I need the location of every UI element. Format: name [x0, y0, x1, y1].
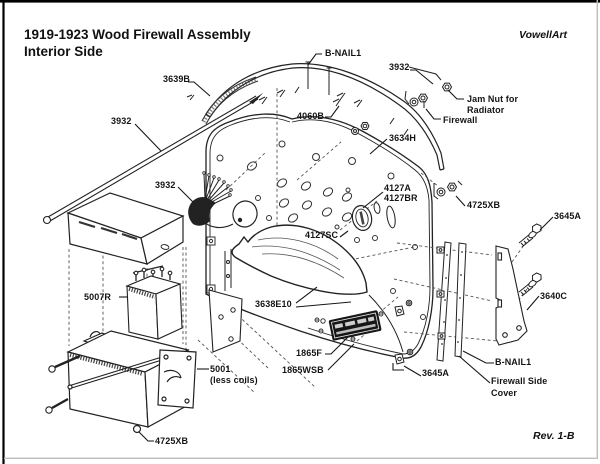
- part-label-4060b: 4060B: [297, 111, 325, 121]
- part-label-side-cover-line2: Cover: [491, 388, 518, 398]
- part-label-3932-top-right: 3932: [389, 62, 410, 72]
- part-label-5001-note: (less coils): [210, 375, 258, 385]
- choke-rod-3932: [42, 93, 263, 225]
- coil-box-lid: [66, 192, 185, 265]
- part-label-4725xb-bottom: 4725XB: [155, 436, 189, 446]
- plate-screws-1865wsb: [314, 311, 384, 342]
- leader-lines: [119, 53, 554, 442]
- part-label-3634h: 3634H: [389, 133, 417, 143]
- part-label-3639b: 3639B: [163, 74, 191, 84]
- page-title-line1: 1919-1923 Wood Firewall Assembly: [24, 27, 251, 42]
- part-label-3932-left: 3932: [111, 116, 132, 126]
- artist-credit: VowellArt: [519, 29, 568, 41]
- channel-3639b: [201, 76, 259, 125]
- part-label-3645a-top: 3645A: [554, 211, 582, 221]
- part-label-3932-mid: 3932: [155, 180, 176, 190]
- part-label-b-nail1-top: B-NAIL1: [325, 48, 362, 58]
- square-nuts-3645a: [394, 299, 414, 365]
- cover-clips: [436, 246, 446, 340]
- jam-nut-cluster-3932: [404, 66, 453, 108]
- data-plate-1865f: [314, 310, 384, 342]
- part-label-firewall: Firewall: [443, 115, 478, 125]
- part-label-jam-nut-line1: Jam Nut for: [467, 94, 519, 104]
- bolt-3645a-upper: [518, 223, 542, 248]
- firewall-brace-3638e10: [208, 224, 404, 353]
- carriage-bolt-4725xb: [132, 424, 142, 434]
- rail-nut-washer: [351, 122, 370, 135]
- ignition-switch-4127a: [351, 202, 396, 231]
- mount-bolts-left: [45, 354, 142, 434]
- alignment-dashed-lines: [68, 88, 528, 394]
- bolt-3645a-lower: [518, 272, 542, 297]
- bracket-3640c: [495, 245, 528, 346]
- nut-washer-4725xb-right: [433, 180, 463, 200]
- firewall-holes: [216, 140, 426, 324]
- part-label-4127a: 4127A: [384, 183, 412, 193]
- part-label-4127sc: 4127SC: [305, 230, 339, 240]
- part-label-jam-nut-line2: Radiator: [467, 105, 505, 115]
- rail-nails-b-nail1: [186, 61, 409, 136]
- revision-note: Rev. 1-B: [533, 430, 575, 442]
- part-label-4725xb-right: 4725XB: [467, 200, 501, 210]
- firewall-edge-clips: [206, 236, 216, 294]
- side-cover-strips: [436, 241, 467, 362]
- coil-unit-5001: [66, 330, 197, 428]
- page-title-line2: Interior Side: [24, 44, 103, 59]
- wire-loom-3932: [188, 171, 258, 229]
- part-label-1865wsb: 1865WSB: [282, 365, 324, 375]
- part-label-1865f: 1865F: [296, 348, 323, 358]
- part-label-3638e10: 3638E10: [255, 299, 292, 309]
- part-label-5007r: 5007R: [84, 292, 112, 302]
- part-label-4127br: 4127BR: [384, 193, 418, 203]
- part-label-5001: 5001: [210, 364, 231, 374]
- coil-box-5007r: [125, 265, 183, 340]
- page-title: 1919-1923 Wood Firewall Assembly Interio…: [24, 26, 251, 60]
- part-label-3640c: 3640C: [540, 291, 568, 301]
- part-label-side-cover-line1: Firewall Side: [491, 376, 548, 386]
- part-label-3645a-bottom: 3645A: [422, 368, 450, 378]
- part-label-b-nail1-bottom: B-NAIL1: [495, 357, 532, 367]
